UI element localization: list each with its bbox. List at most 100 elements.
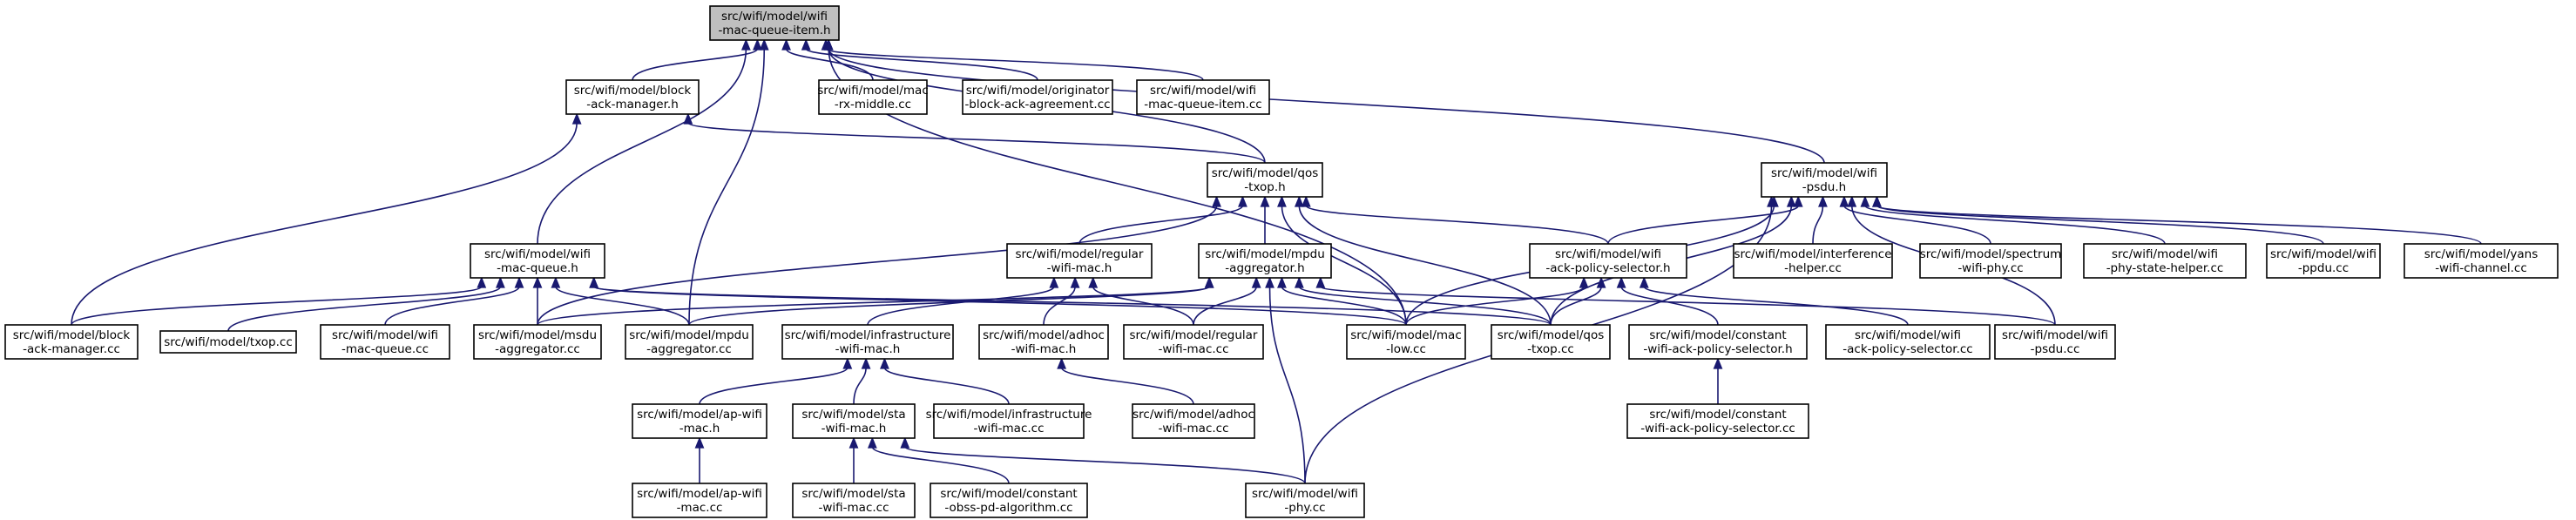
graph-node[interactable]: src/wifi/model/originator-block-ack-agre… (962, 79, 1113, 115)
dependency-edge-n27-n10 (1639, 276, 1909, 326)
nodes: src/wifi/model/wifi-mac-queue-item.hsrc/… (4, 5, 2559, 518)
node-label-line: src/wifi/model/sta (801, 408, 905, 422)
node-label-line: src/wifi/model/wifi (1555, 247, 1661, 261)
graph-node[interactable]: src/wifi/model/wifi-mac-queue.h (470, 243, 605, 279)
graph-node[interactable]: src/wifi/model/sta-wifi-mac.h (792, 403, 916, 439)
graph-root-node[interactable]: src/wifi/model/wifi-mac-queue-item.h (709, 5, 840, 41)
graph-node[interactable]: src/wifi/model/ap-wifi-mac.h (632, 403, 767, 439)
node-label-line: -low.cc (1386, 342, 1426, 356)
dependency-edge-n30-n21 (853, 357, 871, 405)
dependency-edge-n24-n5 (1277, 195, 1407, 326)
node-label-line: src/wifi/model/wifi (484, 247, 591, 261)
graph-node[interactable]: src/wifi/model/constant-obss-pd-algorith… (930, 483, 1088, 518)
graph-node[interactable]: src/wifi/model/yans-wifi-channel.cc (2404, 243, 2559, 279)
node-label-line: -txop.h (1244, 180, 1285, 194)
graph-node[interactable]: src/wifi/model/wifi-mac-queue-item.cc (1136, 79, 1270, 115)
node-label-line: -ack-manager.h (586, 98, 679, 111)
node-label-line: -wifi-mac.cc (818, 501, 889, 515)
graph-node[interactable]: src/wifi/model/constant-wifi-ack-policy-… (1628, 324, 1808, 360)
dependency-edge-n37-n9 (1265, 276, 1306, 484)
dependency-edge-n11-n6 (1812, 195, 1828, 245)
graph-node[interactable]: src/wifi/model/wifi-ppdu.cc (2266, 243, 2381, 279)
graph-node[interactable]: src/wifi/model/adhoc-wifi-mac.h (978, 324, 1109, 360)
graph-node[interactable]: src/wifi/model/constant-wifi-ack-policy-… (1626, 403, 1809, 439)
graph-node[interactable]: src/wifi/model/wifi-mac-queue.cc (320, 324, 450, 360)
graph-node[interactable]: src/wifi/model/mac-rx-middle.cc (817, 79, 929, 115)
dependency-edge-n16-n7 (71, 276, 487, 326)
graph-node[interactable]: src/wifi/model/infrastructure-wifi-mac.h (781, 324, 954, 360)
node-label-line: src/wifi/model/wifi (2112, 247, 2218, 261)
node-label-line: src/wifi/model/wifi (1252, 487, 1358, 501)
dependency-edge-n24-n10 (1405, 276, 1589, 326)
node-label-line: -wifi-mac.cc (1158, 342, 1228, 356)
graph-node[interactable]: src/wifi/model/msdu-aggregator.cc (473, 324, 602, 360)
dependency-edge-n25-n7 (589, 276, 1552, 326)
dependency-edge-n33-n26 (1713, 357, 1723, 405)
node-label-line: src/wifi/model/qos (1212, 166, 1319, 180)
node-label-line: -aggregator.cc (495, 342, 580, 356)
node-label-line: -psdu.h (1802, 180, 1846, 194)
node-label-line: src/wifi/model/constant (1649, 408, 1786, 422)
graph-node[interactable]: src/wifi/model/adhoc-wifi-mac.cc (1132, 403, 1255, 439)
graph-node[interactable]: src/wifi/model/qos-txop.cc (1491, 324, 1611, 360)
node-label-line: src/wifi/model/mpdu (1205, 247, 1325, 261)
graph-node[interactable]: src/wifi/model/wifi-ack-policy-selector.… (1825, 324, 1991, 360)
graph-node[interactable]: src/wifi/model/qos-txop.h (1207, 162, 1323, 198)
node-label-line: src/wifi/model/yans (2424, 247, 2539, 261)
graph-node[interactable]: src/wifi/model/regular-wifi-mac.h (1006, 243, 1153, 279)
dependency-edge-n20-n0 (688, 38, 769, 326)
node-label-line: -txop.cc (1527, 342, 1574, 356)
graph-node[interactable]: src/wifi/model/sta-wifi-mac.cc (792, 483, 916, 518)
dependency-edge-n28-n9 (1315, 276, 2056, 326)
graph-node[interactable]: src/wifi/model/spectrum-wifi-phy.cc (1919, 243, 2062, 279)
node-label-line: src/wifi/model/ap-wifi (637, 408, 762, 422)
node-label-line: src/wifi/model/block (13, 328, 131, 342)
graph-node[interactable]: src/wifi/model/block-ack-manager.h (565, 79, 700, 115)
dependency-edge-n14-n6 (1872, 195, 2324, 245)
graph-node[interactable]: src/wifi/model/interference-helper.cc (1733, 243, 1893, 279)
node-label-line: -ack-policy-selector.h (1545, 261, 1670, 275)
dependency-edge-n23-n9 (1193, 276, 1261, 326)
graph-node[interactable]: src/wifi/model/wifi-psdu.h (1761, 162, 1888, 198)
node-label-line: -phy.cc (1284, 501, 1325, 515)
dependency-edge-n22-n8 (1043, 276, 1080, 326)
graph-node[interactable]: src/wifi/model/infrastructure-wifi-mac.c… (926, 403, 1092, 439)
node-label-line: src/wifi/model/wifi (1771, 166, 1877, 180)
node-label-line: -wifi-channel.cc (2435, 261, 2527, 275)
node-label-line: -obss-pd-algorithm.cc (944, 501, 1072, 515)
node-label-line: src/wifi/model/originator (966, 84, 1110, 98)
node-label-line: src/wifi/model/block (574, 84, 692, 98)
dependency-edge-n17-n7 (227, 276, 505, 332)
node-label-line: src/wifi/model/regular (1016, 247, 1144, 261)
node-label-line: -wifi-ack-policy-selector.h (1643, 342, 1792, 356)
graph-node[interactable]: src/wifi/model/regular-wifi-mac.cc (1123, 324, 1264, 360)
graph-node[interactable]: src/wifi/model/ap-wifi-mac.cc (632, 483, 767, 518)
graph-node[interactable]: src/wifi/model/wifi-psdu.cc (1994, 324, 2116, 360)
node-label-line: src/wifi/model/ap-wifi (637, 487, 762, 501)
node-label-line: -wifi-mac.h (1011, 342, 1077, 356)
node-label-line: src/wifi/model/interference (1734, 247, 1891, 261)
graph-node[interactable]: src/wifi/model/wifi-ack-policy-selector.… (1529, 243, 1687, 279)
graph-node[interactable]: src/wifi/model/txop.cc (159, 330, 297, 354)
node-label-line: -helper.cc (1784, 261, 1842, 275)
dependency-edge-n16-n1 (71, 112, 582, 326)
node-label-line: src/wifi/model/mac (817, 84, 929, 98)
dependency-edge-n8-n5 (1078, 195, 1247, 245)
node-label-line: src/wifi/model/wifi (721, 10, 828, 24)
graph-node[interactable]: src/wifi/model/wifi-phy.cc (1245, 483, 1365, 518)
node-label-line: src/wifi/model/infrastructure (785, 328, 951, 342)
graph-node[interactable]: src/wifi/model/block-ack-manager.cc (4, 324, 139, 360)
node-label-line: src/wifi/model/spectrum (1920, 247, 2062, 261)
graph-node[interactable]: src/wifi/model/mpdu-aggregator.cc (625, 324, 754, 360)
node-label-line: src/wifi/model/constant (1649, 328, 1786, 342)
graph-node[interactable]: src/wifi/model/mac-low.cc (1346, 324, 1466, 360)
node-label-line: -wifi-mac.h (821, 422, 887, 436)
dependency-edge-n7-n0 (537, 38, 751, 245)
dependency-edge-n20-n7 (551, 276, 690, 326)
graph-node[interactable]: src/wifi/model/mpdu-aggregator.h (1198, 243, 1332, 279)
dependency-edge-n13-n6 (1860, 195, 2166, 245)
node-label-line: src/wifi/model/sta (801, 487, 905, 501)
node-label-line: src/wifi/model/infrastructure (926, 408, 1092, 422)
node-label-line: -aggregator.h (1225, 261, 1304, 275)
graph-node[interactable]: src/wifi/model/wifi-phy-state-helper.cc (2083, 243, 2247, 279)
